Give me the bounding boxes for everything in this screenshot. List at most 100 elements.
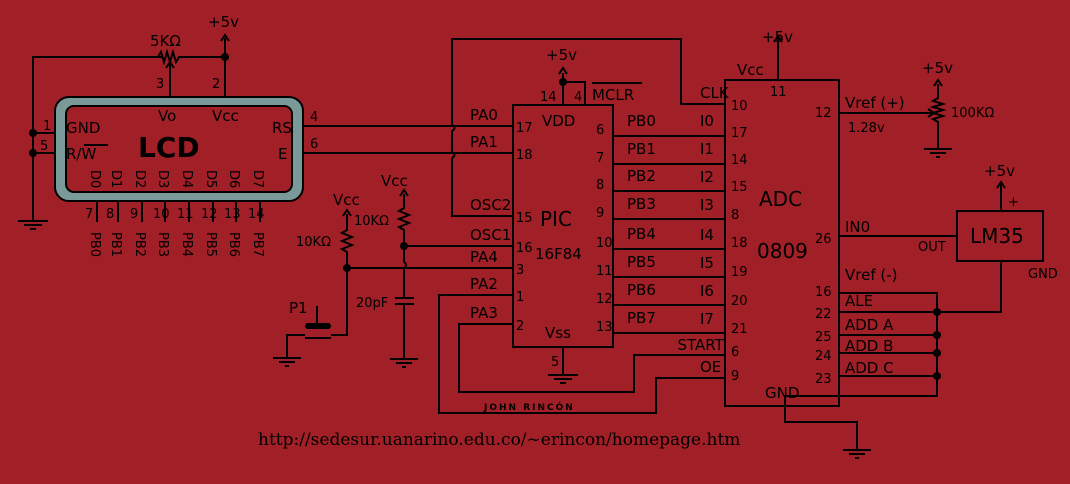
adc-pin-label: I4: [700, 226, 714, 244]
adc-chip: ADC 0809 GND +5v Vcc 11 CLK10I017I114I21…: [678, 28, 905, 407]
adc-right-wiring: +5v 100KΩ LM35 OUT GND + +5v: [784, 59, 1058, 459]
pic-pin-label: PB2: [627, 167, 656, 185]
adc-pin-number: 23: [815, 372, 832, 387]
lcd-data-pin-label: D4: [179, 170, 194, 188]
osc-r2-value: 10KΩ: [296, 235, 331, 250]
lcd-data-pin-label: D5: [203, 170, 218, 188]
supply-arrow-icon: [996, 180, 1006, 189]
pic-supply-label: +5v: [546, 46, 577, 64]
supply-arrow-icon: [933, 78, 943, 87]
adc-pin-label: Vref (-): [845, 266, 898, 284]
pic-pin-label: PB4: [627, 225, 656, 243]
reset-vcc-label: Vcc: [333, 191, 360, 209]
lcd-control-wires: 4 6: [303, 110, 512, 154]
adc-pin-number: 18: [731, 236, 748, 251]
adc-pin-label: I6: [700, 282, 714, 300]
lcd-module: LCD GND R/W Vo Vcc RS E D07PB0D18PB1D29P…: [54, 96, 304, 257]
pic-vdd-pin: 14: [540, 90, 557, 105]
lcd-ground-wiring: 1 5: [18, 56, 163, 230]
adc-pin-label: Vref (+): [845, 94, 905, 112]
supply-arrow-icon: [558, 66, 568, 75]
osc-cap-value: 20pF: [356, 296, 388, 311]
pic-pin-number: 10: [596, 236, 613, 251]
lcd-data-pin-number: 11: [177, 207, 194, 222]
adc-pin-number: 21: [731, 322, 748, 337]
control-loop-wires: JOHN RINCÓN: [438, 294, 725, 414]
adc-pin-number: 25: [815, 330, 832, 345]
pushbutton-p1[interactable]: P1: [286, 299, 331, 357]
pic-name: PIC: [540, 207, 572, 231]
pic-pin-number: 12: [596, 292, 613, 307]
lcd-pinnum-e: 6: [310, 137, 318, 152]
pic-pin-number: 8: [596, 178, 604, 193]
pic-pin-number: 2: [516, 319, 524, 334]
vref-pot-value: 100KΩ: [951, 106, 994, 121]
adc-pin-number: 17: [731, 126, 748, 141]
lcd-data-pin-label: D1: [108, 170, 123, 188]
adc-gnd: GND: [765, 384, 799, 402]
lcd-supply-label: +5v: [208, 13, 239, 31]
pic-pin-number: 9: [596, 206, 604, 221]
contrast-pot-value: 5KΩ: [150, 32, 181, 50]
adc-pin-label: I7: [700, 310, 714, 328]
pic-pin-number: 15: [516, 211, 533, 226]
supply-arrow-icon: [399, 188, 409, 197]
lm35-out: OUT: [918, 240, 946, 255]
lcd-pinnum-rw: 5: [40, 139, 48, 154]
lcd-data-pin-label: D2: [132, 170, 147, 188]
lcd-data-pin-label: D6: [226, 170, 241, 188]
adc-name: ADC: [759, 187, 802, 211]
pic-pin-label: PA3: [470, 304, 498, 322]
lm35-name: LM35: [970, 224, 1024, 248]
pic-pin-label: PB6: [627, 281, 656, 299]
adc-pin-label: I1: [700, 140, 714, 158]
author-signature: JOHN RINCÓN: [483, 401, 575, 413]
lcd-data-pin-number: 14: [248, 207, 265, 222]
lcd-pin-e: E: [278, 145, 287, 163]
lcd-pinnum-rs: 4: [310, 110, 318, 125]
lcd-data-pin-number: 8: [106, 207, 114, 222]
lm35-supply-label: +5v: [984, 162, 1015, 180]
author-url[interactable]: http://sedesur.uanarino.edu.co/~erincon/…: [258, 430, 740, 450]
pic-pin-number: 3: [516, 263, 524, 278]
adc-pin-number: 15: [731, 180, 748, 195]
adc-pin-label: I3: [700, 196, 714, 214]
lcd-pin-gnd: GND: [66, 119, 100, 137]
adc-vcc: Vcc: [737, 61, 764, 79]
adc-pin-number: 19: [731, 265, 748, 280]
pic-pin-number: 11: [596, 264, 613, 279]
ground-icon: [924, 148, 952, 158]
lcd-data-pin-number: 7: [85, 207, 93, 222]
pic-pin-label: PB3: [627, 195, 656, 213]
lcd-data-connection: PB0: [87, 232, 102, 257]
adc-pin-label: ADD C: [845, 359, 894, 377]
pic-pin-number: 18: [516, 148, 533, 163]
pic-pin-label: PB1: [627, 140, 656, 158]
lcd-data-pin-number: 10: [153, 207, 170, 222]
lcd-pin-rw: R/W: [66, 145, 96, 163]
pic-vss-pin: 5: [551, 355, 559, 370]
lcd-data-pin-label: D3: [155, 170, 170, 188]
lcd-data-connection: PB6: [226, 232, 241, 257]
lcd-data-connection: PB1: [108, 232, 123, 257]
adc-pin-label: START: [678, 336, 725, 354]
lcd-data-connection: PB2: [132, 232, 147, 257]
lm35-plus: +: [1008, 195, 1019, 210]
osc-r1-value: 10KΩ: [354, 214, 389, 229]
pic-pin-number: 17: [516, 121, 533, 136]
ground-icon: [548, 374, 578, 384]
lcd-data-pin-label: D0: [87, 170, 102, 188]
pic-vdd: VDD: [542, 112, 575, 130]
adc-pin-number: 6: [731, 345, 739, 360]
pic-pin-label: OSC1: [470, 226, 511, 244]
lcd-data-connection: PB4: [179, 232, 194, 257]
adc-pin-label: OE: [700, 358, 721, 376]
pic-pin-label: PA0: [470, 106, 498, 124]
adc-vcc-pin: 11: [770, 85, 787, 100]
adc-pin-number: 10: [731, 99, 748, 114]
lcd-pin-vcc: Vcc: [212, 107, 239, 125]
adc-pin-number: 20: [731, 294, 748, 309]
pic-pin-number: 16: [516, 241, 533, 256]
